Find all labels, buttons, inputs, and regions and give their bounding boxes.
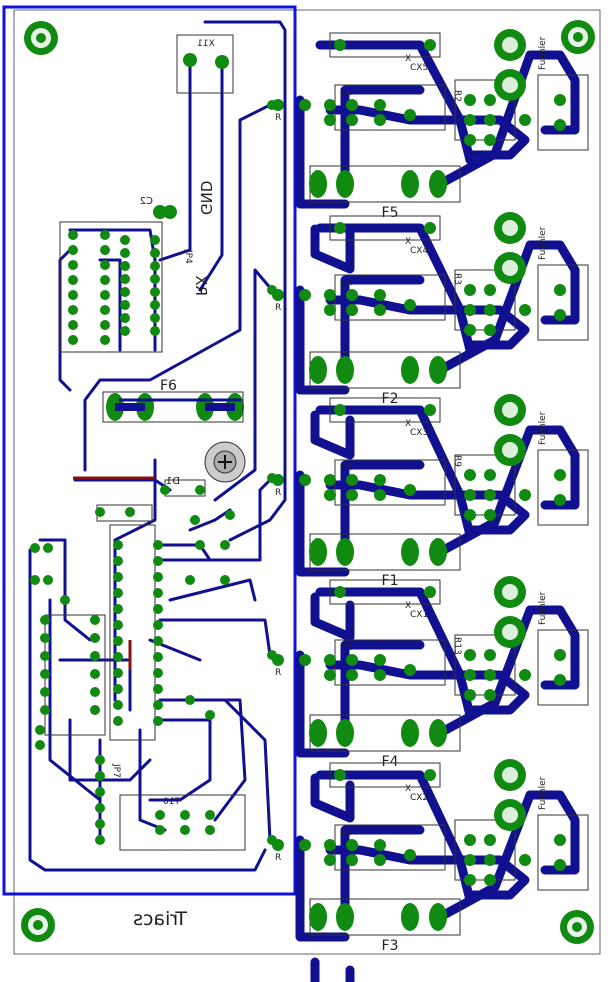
label-jp7: JP7 (111, 763, 121, 778)
logic-labels: X11 C2 GND JP4 RX D1 JP7 T10 (111, 39, 215, 807)
label-jp4: JP4 (183, 249, 193, 264)
label-gnd: GND (197, 181, 215, 215)
logic-section-outline (2, 5, 297, 896)
ok-label: OK (340, 643, 352, 652)
capacitor-label: CX3 (410, 428, 428, 438)
ok-label: OK (340, 278, 352, 287)
mounting-hole-top-left (24, 21, 58, 55)
capacitor-label: CX5 (410, 63, 428, 73)
fuehler-label: Fuehler (538, 776, 548, 810)
label-rx: RX (192, 275, 210, 296)
resistor-label: R3 (452, 273, 462, 285)
capacitor-x-label: X (405, 784, 411, 794)
capacitor-label: CX1 (410, 610, 428, 620)
board-outline (13, 9, 601, 955)
mounting-hole-top-right (561, 20, 595, 54)
r-label: R (275, 488, 281, 498)
r-label: R (275, 853, 281, 863)
capacitor-x-label: X (405, 601, 411, 611)
fuehler-label: Fuehler (538, 411, 548, 445)
resistor-label: R13 (452, 637, 462, 655)
logic-traces (28, 20, 287, 872)
label-t10: T10 (163, 797, 181, 807)
mounting-hole-bottom-right (560, 910, 594, 944)
capacitor-x-label: X (405, 237, 411, 247)
capacitor-x-label: X (405, 54, 411, 64)
board-title: Triacs (133, 908, 188, 930)
label-c2: C2 (140, 196, 153, 207)
fuse-label: F1 (382, 573, 399, 589)
fuse-label: F2 (382, 391, 399, 407)
logic-silk (44, 34, 246, 851)
mounting-hole-bottom-left (21, 908, 55, 942)
r-label: R (275, 303, 281, 313)
resistor-label: R2 (452, 90, 462, 102)
r-label: R (275, 668, 281, 678)
resistor-label: R9 (452, 455, 462, 467)
fuehler-label: Fuehler (538, 226, 548, 260)
capacitor-label: CX4 (410, 246, 428, 256)
label-d1: D1 (166, 476, 180, 487)
fuse-label: F5 (382, 205, 399, 221)
fuehler-label: Fuehler (538, 36, 548, 70)
r-label: R (275, 113, 281, 123)
ok-label: OK (340, 828, 352, 837)
fuse-label: F3 (382, 938, 399, 954)
capacitor-label: CX2 (410, 793, 428, 803)
ok-label: OK (340, 88, 352, 97)
label-x11: X11 (197, 39, 215, 49)
ok-label: OK (340, 463, 352, 472)
fuehler-label: Fuehler (538, 591, 548, 625)
fuse-label: F4 (382, 754, 399, 770)
logic-pads (30, 53, 277, 845)
jumpers (73, 476, 155, 670)
fuse-label: F6 (160, 378, 177, 394)
crystal (204, 441, 246, 483)
capacitor-x-label: X (405, 419, 411, 429)
